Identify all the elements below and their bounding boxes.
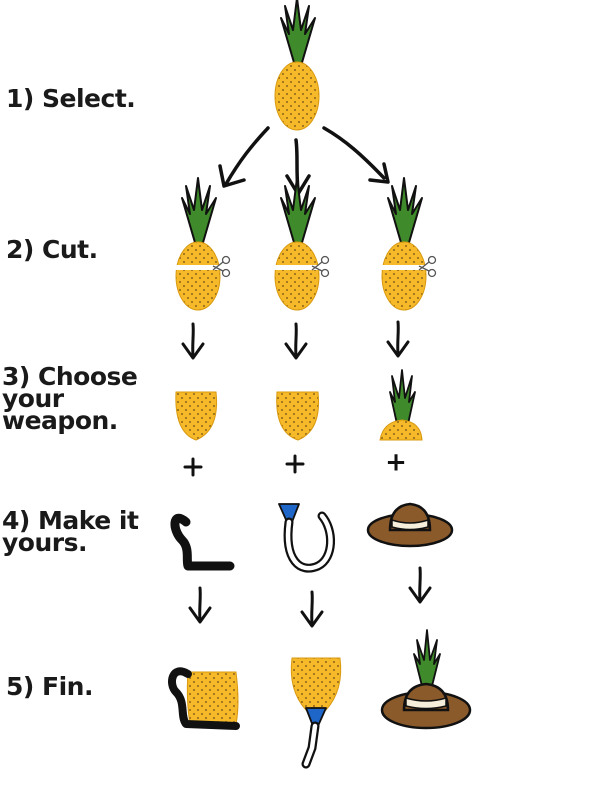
pineapple-funnel-icon <box>290 657 342 769</box>
pineapple-cowboy-icon <box>380 629 472 730</box>
pineapple-bottom-piece-icon <box>175 391 218 441</box>
step-3-line-3: weapon. <box>2 406 118 435</box>
step-3-line-2: your <box>2 384 64 413</box>
cup-handle-icon <box>170 513 235 571</box>
step-2-line: 2) Cut. <box>6 235 98 264</box>
step-3-label: 3) Choose your weapon. <box>2 362 138 435</box>
pineapple-bottom-piece-icon <box>276 391 320 441</box>
funnel-tube-icon <box>278 503 336 573</box>
branch-arrow-right-icon <box>322 126 390 184</box>
branch-arrow-left-icon <box>218 126 270 188</box>
arrow-down-icon <box>188 586 212 624</box>
arrow-down-icon <box>181 322 205 360</box>
step-1-label: 1) Select. <box>6 84 136 113</box>
plus-sign-text: + <box>385 448 407 478</box>
step-2-label: 2) Cut. <box>6 235 98 264</box>
plus-icon <box>183 457 203 477</box>
cut-pineapple-right-icon <box>380 178 436 310</box>
pineapple-mug-icon <box>168 667 240 730</box>
cut-pineapple-middle-icon <box>273 178 329 310</box>
arrow-down-icon <box>300 590 324 628</box>
whole-pineapple-icon <box>274 0 320 131</box>
arrow-down-icon <box>386 320 410 358</box>
plus-icon <box>285 454 305 474</box>
arrow-down-icon <box>284 322 308 360</box>
step-4-line-2: yours. <box>2 528 87 557</box>
cowboy-hat-icon <box>366 502 454 548</box>
step-5-line: 5) Fin. <box>6 672 93 701</box>
step-1-line: 1) Select. <box>6 84 136 113</box>
step-4-label: 4) Make it yours. <box>2 506 139 557</box>
step-5-label: 5) Fin. <box>6 672 93 701</box>
pineapple-top-piece-icon <box>379 369 423 441</box>
step-4-line-1: 4) Make it <box>2 506 139 535</box>
step-3-line-1: 3) Choose <box>2 362 138 391</box>
arrow-down-icon <box>408 566 432 604</box>
cut-pineapple-left-icon <box>174 178 230 310</box>
